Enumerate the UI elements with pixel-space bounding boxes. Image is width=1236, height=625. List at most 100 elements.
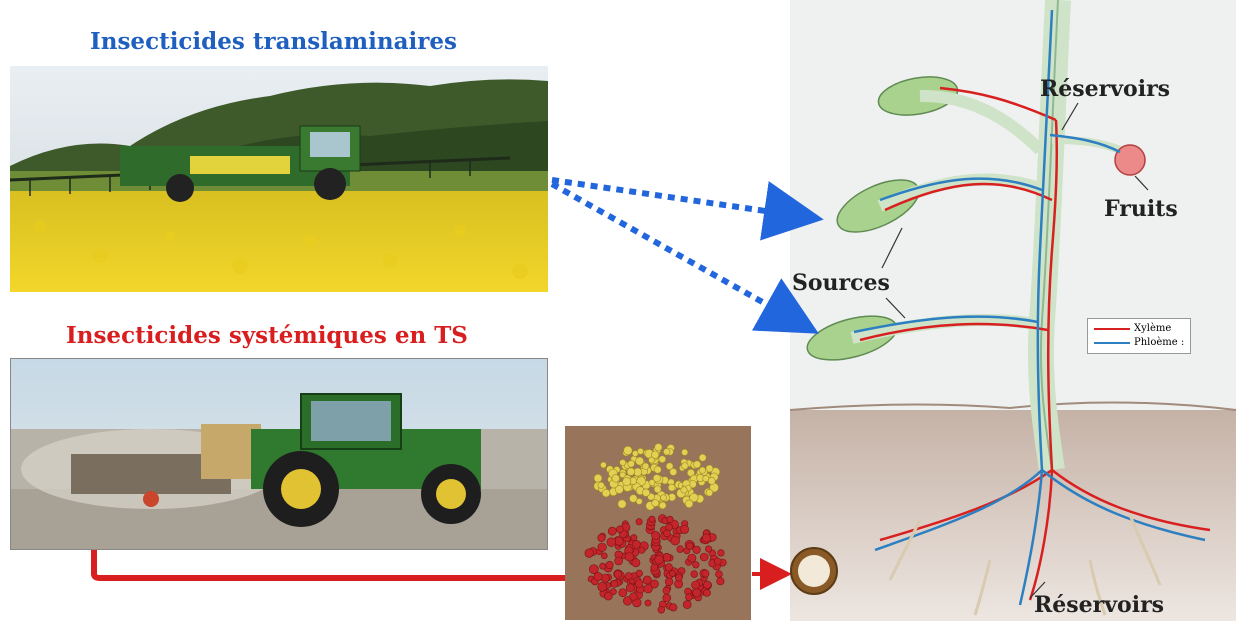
seed <box>617 499 627 509</box>
seed <box>614 485 624 494</box>
phloem-swatch <box>1094 342 1130 344</box>
seed <box>642 575 652 585</box>
seed <box>627 460 635 468</box>
seed <box>650 563 659 572</box>
legend-phloem: Phloème : <box>1094 336 1184 350</box>
seed <box>606 537 616 547</box>
seed <box>658 501 667 510</box>
seed <box>654 554 664 565</box>
seed <box>663 529 671 538</box>
seed <box>676 545 684 553</box>
seed <box>652 474 661 483</box>
seed <box>642 462 650 470</box>
reservoirs-top-label: Réservoirs <box>1040 76 1171 102</box>
seed <box>597 533 606 542</box>
seed <box>631 540 641 549</box>
seed <box>689 492 699 503</box>
seed <box>650 450 660 459</box>
seed <box>657 606 666 614</box>
seed <box>635 498 643 505</box>
legend-phloem-label: Phloème : <box>1134 337 1185 348</box>
spray-arrow-upper <box>551 177 824 241</box>
seed <box>605 561 614 570</box>
seed <box>600 461 607 469</box>
seed <box>616 525 624 533</box>
seed <box>651 531 661 541</box>
seed <box>686 542 694 550</box>
seed <box>635 518 643 526</box>
seed <box>713 557 722 566</box>
seed <box>665 462 674 471</box>
seed <box>601 488 611 498</box>
seed <box>702 588 711 597</box>
xylem-swatch <box>1094 328 1130 330</box>
seed <box>687 553 697 563</box>
vessel-legend: Xylème Phloème : <box>1087 318 1192 354</box>
seed <box>644 599 652 607</box>
seed <box>701 533 711 543</box>
fruit <box>1114 144 1146 176</box>
seed <box>637 447 644 455</box>
seed <box>682 600 692 609</box>
seed <box>609 588 617 596</box>
seed <box>622 476 632 486</box>
seed <box>654 443 663 452</box>
seed <box>660 494 667 501</box>
seed <box>707 477 716 485</box>
seed <box>675 573 683 582</box>
seed <box>607 526 617 536</box>
seed <box>692 588 702 598</box>
seed <box>692 561 700 569</box>
treated-seeds-photo <box>565 426 751 620</box>
reservoirs-bottom-label: Réservoirs <box>1034 592 1165 618</box>
seed <box>614 556 623 566</box>
seed <box>663 448 671 456</box>
seed <box>701 569 710 578</box>
fruits-label: Fruits <box>1104 196 1178 222</box>
seed <box>638 546 646 554</box>
seed <box>593 572 603 582</box>
sprayer-field-photo <box>10 66 548 292</box>
seed <box>613 570 623 579</box>
seed <box>680 486 688 494</box>
seed <box>669 468 678 476</box>
seed <box>664 563 673 572</box>
seed <box>670 535 680 546</box>
legend-xylem: Xylème <box>1094 322 1184 336</box>
seed-treatment-line <box>91 550 565 581</box>
seed <box>716 577 725 586</box>
seed <box>698 466 706 474</box>
seed <box>705 489 714 497</box>
seed <box>622 596 633 606</box>
seed <box>684 499 694 509</box>
seed <box>666 515 674 523</box>
seed <box>698 453 707 462</box>
seed <box>618 588 628 597</box>
seed <box>648 515 656 523</box>
seed <box>705 464 714 473</box>
seed <box>610 579 619 588</box>
seed <box>626 467 636 476</box>
seed <box>649 579 659 589</box>
seed <box>653 485 662 494</box>
seed <box>597 481 605 489</box>
seed <box>648 456 655 464</box>
tractor-seeding-photo <box>10 358 548 550</box>
seed <box>635 456 644 466</box>
plant-diagram <box>789 0 1236 621</box>
coated-seed-core <box>798 555 830 587</box>
seed <box>669 603 678 612</box>
seed <box>611 474 620 483</box>
seed <box>717 549 725 557</box>
seed <box>681 448 689 456</box>
seed <box>643 584 653 594</box>
seed <box>690 570 698 578</box>
seed <box>693 460 701 469</box>
spray-arrow-lower <box>550 181 819 334</box>
seed <box>692 545 701 554</box>
seed <box>597 582 608 592</box>
yellow-seed-pile <box>593 443 721 511</box>
seed <box>634 579 644 588</box>
seed <box>681 462 689 470</box>
